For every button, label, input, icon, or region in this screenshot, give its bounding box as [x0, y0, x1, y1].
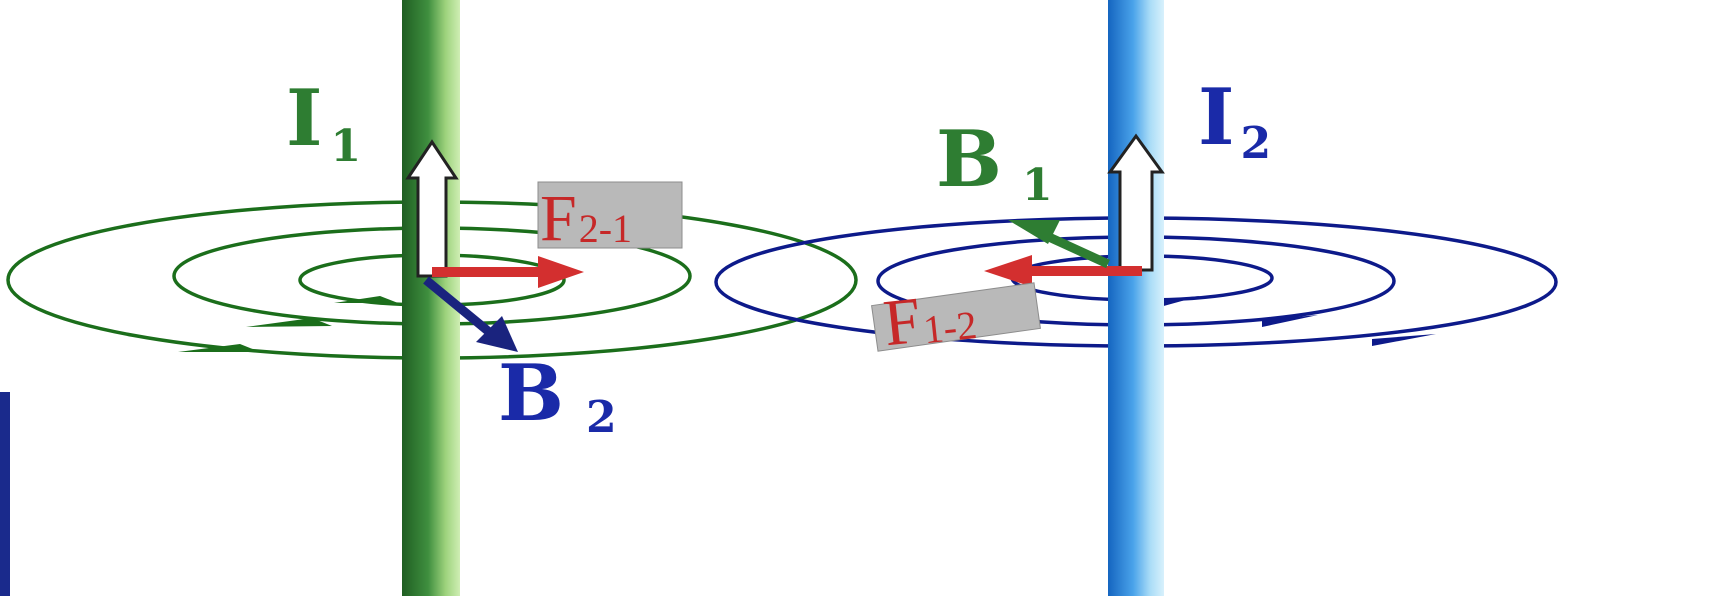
current-arrow-wire2 [1107, 133, 1165, 272]
b1-arrow [1008, 220, 1110, 269]
up-arrow-icon [405, 139, 459, 278]
label-i2-sub: 2 [1241, 118, 1272, 169]
diagonal-arrow-icon [1008, 220, 1060, 244]
current-arrow-wire1 [405, 139, 459, 278]
f12-label-box [871, 282, 1041, 352]
label-i1-main: I [286, 73, 323, 164]
field-arrow-icon [178, 344, 260, 352]
force-arrow-shaft [1026, 266, 1142, 276]
label-f21-sub: 2-1 [579, 206, 632, 251]
label-b1-sub: 1 [1022, 160, 1053, 211]
label-b2-main: B [498, 348, 564, 439]
b2-arrow-shaft [423, 276, 497, 340]
f21-label-box [537, 181, 683, 249]
b2-arrow [423, 276, 518, 352]
field-arrow-icon [1160, 296, 1200, 307]
label-f21-main: F [540, 182, 577, 255]
field-arrow-icon [1372, 334, 1436, 346]
force-arrow-f12 [984, 255, 1142, 287]
field-arrow-icon [1262, 315, 1318, 327]
field-arrow-icon [246, 318, 332, 327]
label-b1-main: B [936, 114, 1002, 205]
label-b2-sub: 2 [586, 392, 617, 443]
wire-2 [1108, 0, 1164, 596]
label-f12: F1-2 [880, 278, 979, 360]
force-arrow-shaft [432, 267, 544, 277]
force-arrow-f21 [432, 256, 584, 288]
label-f12-main: F [880, 284, 924, 360]
field-arrow-icon [334, 296, 398, 303]
right-arrow-icon [538, 256, 584, 288]
left-arrow-icon [984, 255, 1032, 287]
diagonal-arrow-icon [476, 316, 518, 352]
label-i1-sub: 1 [331, 121, 362, 172]
up-arrow-icon [1107, 133, 1165, 272]
edge-block [0, 392, 10, 596]
label-i2-main: I [1198, 72, 1235, 163]
label-f21: F2-1 [540, 182, 632, 255]
label-f12-sub: 1-2 [921, 302, 979, 352]
field-direction-arrows-wire1 [178, 296, 398, 352]
field-direction-arrows-wire2 [1160, 296, 1436, 346]
